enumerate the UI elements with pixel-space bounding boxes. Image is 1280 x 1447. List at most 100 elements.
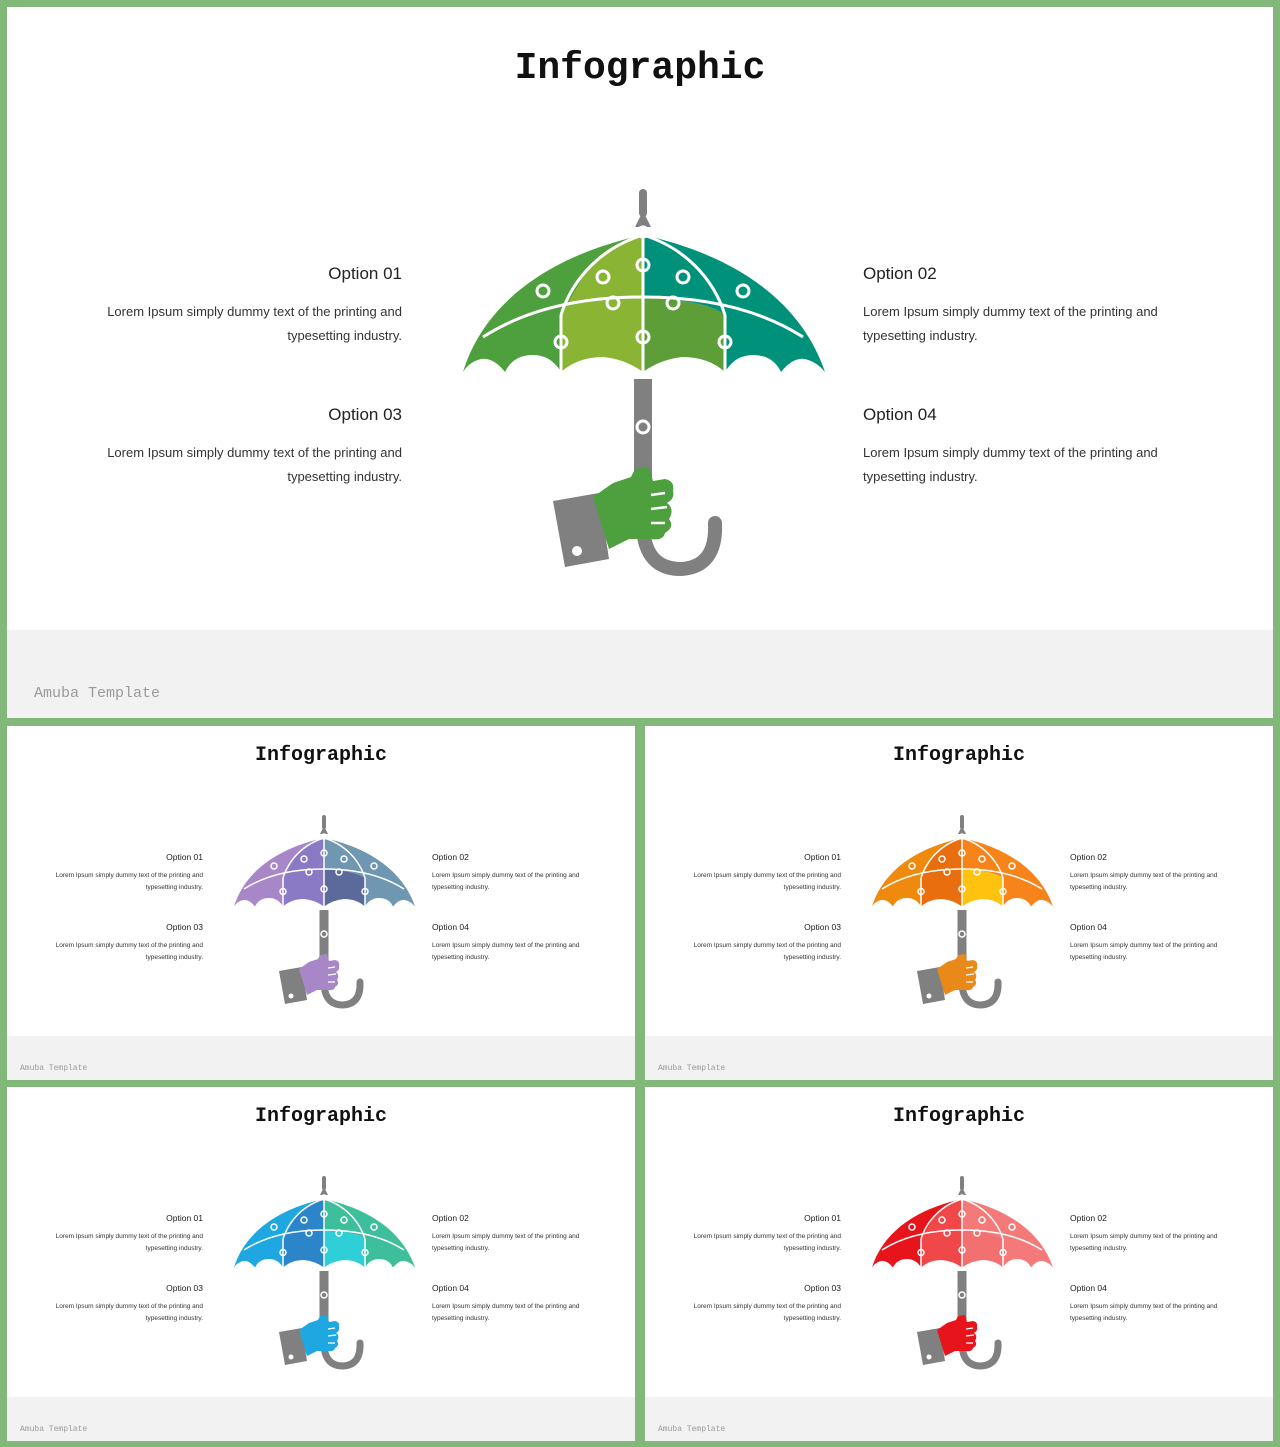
footer-text: Amuba Template bbox=[20, 1064, 88, 1073]
option-01-label: Option 01 bbox=[166, 852, 203, 862]
option-02-label: Option 02 bbox=[1070, 1213, 1107, 1223]
umbrella-finial bbox=[958, 1187, 966, 1195]
umbrella-finial bbox=[320, 1187, 328, 1195]
option-02-label: Option 02 bbox=[432, 852, 469, 862]
option-04: Option 04 Lorem Ipsum simply dummy text o… bbox=[1070, 1283, 1230, 1325]
option-01-text: Lorem Ipsum simply dummy text of the pri… bbox=[107, 304, 402, 343]
umbrella-shaft bbox=[957, 1271, 967, 1346]
option-01-label: Option 01 bbox=[328, 264, 402, 283]
umbrella-finial bbox=[320, 826, 328, 834]
slide-title: Infographic bbox=[514, 47, 766, 90]
option-03-text: Lorem Ipsum simply dummy text of the pri… bbox=[55, 942, 203, 961]
footer-band bbox=[7, 630, 1273, 718]
option-03: Option 03 Lorem Ipsum simply dummy text o… bbox=[53, 1283, 203, 1325]
umbrella-handle bbox=[320, 1339, 364, 1370]
umbrella-tip bbox=[322, 1176, 326, 1190]
canopy-segment-mid-right bbox=[324, 838, 365, 907]
canopy-segment-right bbox=[324, 1199, 415, 1268]
umbrella-icon bbox=[872, 815, 1053, 1009]
option-01-label: Option 01 bbox=[166, 1213, 203, 1223]
umbrella-tip bbox=[960, 1176, 964, 1190]
option-02-text: Lorem Ipsum simply dummy text of the pri… bbox=[863, 304, 1158, 343]
option-01: Option 01 Lorem Ipsum simply dummy text o… bbox=[102, 264, 402, 348]
umbrella-shaft bbox=[957, 910, 967, 985]
canopy-segment-mid-left bbox=[561, 235, 643, 372]
option-01: Option 01 Lorem Ipsum simply dummy text o… bbox=[691, 852, 841, 894]
option-02-label: Option 02 bbox=[1070, 852, 1107, 862]
umbrella-tip bbox=[322, 815, 326, 829]
puzzle-seams bbox=[881, 837, 1043, 907]
option-01-label: Option 01 bbox=[804, 852, 841, 862]
option-03-label: Option 03 bbox=[166, 922, 203, 932]
option-03-text: Lorem Ipsum simply dummy text of the pri… bbox=[693, 1303, 841, 1322]
option-04: Option 04 Lorem Ipsum simply dummy text o… bbox=[432, 922, 592, 964]
canopy-segment-right bbox=[643, 235, 825, 372]
umbrella-icon bbox=[872, 1176, 1053, 1370]
sleeve-cuff bbox=[917, 1328, 945, 1365]
umbrella-handle bbox=[958, 978, 1002, 1009]
option-04-text: Lorem Ipsum simply dummy text of the pri… bbox=[863, 445, 1158, 484]
canopy-segment-mid-left bbox=[283, 838, 324, 907]
canopy-segment-mid-right bbox=[324, 1199, 365, 1268]
option-04-label: Option 04 bbox=[432, 1283, 469, 1293]
hand-icon bbox=[593, 467, 674, 549]
canopy-segment-mid-right bbox=[962, 838, 1003, 907]
option-03: Option 03 Lorem Ipsum simply dummy text o… bbox=[691, 922, 841, 964]
option-04-label: Option 04 bbox=[863, 405, 937, 424]
umbrella-icon bbox=[234, 1176, 415, 1370]
slide-title: Infographic bbox=[892, 744, 1026, 767]
option-03-label: Option 03 bbox=[804, 922, 841, 932]
option-04-text: Lorem Ipsum simply dummy text of the pri… bbox=[432, 942, 580, 961]
canopy-segment-right bbox=[962, 838, 1053, 907]
umbrella-handle bbox=[958, 1339, 1002, 1370]
option-03: Option 03 Lorem Ipsum simply dummy text o… bbox=[102, 405, 402, 489]
option-03: Option 03 Lorem Ipsum simply dummy text o… bbox=[53, 922, 203, 964]
canopy-segment-mid-left bbox=[283, 1199, 324, 1268]
option-02-label: Option 02 bbox=[432, 1213, 469, 1223]
sleeve-cuff bbox=[279, 1328, 307, 1365]
option-03-text: Lorem Ipsum simply dummy text of the pri… bbox=[107, 445, 402, 484]
umbrella-finial bbox=[958, 826, 966, 834]
umbrella-tip bbox=[639, 189, 647, 217]
option-04-label: Option 04 bbox=[1070, 922, 1107, 932]
footer-text: Amuba Template bbox=[34, 685, 161, 702]
umbrella-shaft bbox=[319, 1271, 329, 1346]
option-03-label: Option 03 bbox=[328, 405, 402, 424]
option-02-text: Lorem Ipsum simply dummy text of the pri… bbox=[1070, 872, 1218, 891]
option-01-text: Lorem Ipsum simply dummy text of the pri… bbox=[693, 872, 841, 891]
sleeve-cuff bbox=[279, 967, 307, 1004]
puzzle-seams bbox=[881, 1198, 1043, 1268]
option-03-text: Lorem Ipsum simply dummy text of the pri… bbox=[693, 942, 841, 961]
option-04-label: Option 04 bbox=[1070, 1283, 1107, 1293]
option-04-text: Lorem Ipsum simply dummy text of the pri… bbox=[1070, 1303, 1218, 1322]
hand-icon bbox=[299, 1315, 340, 1356]
option-03: Option 03 Lorem Ipsum simply dummy text o… bbox=[691, 1283, 841, 1325]
puzzle-knobs bbox=[908, 833, 1016, 896]
footer-band bbox=[645, 1397, 1273, 1441]
slide-title: Infographic bbox=[254, 744, 388, 767]
umbrella-handle bbox=[636, 516, 723, 577]
option-04-label: Option 04 bbox=[432, 922, 469, 932]
hand-icon bbox=[937, 1315, 978, 1356]
umbrella-finial bbox=[635, 211, 651, 227]
sleeve-cuff bbox=[553, 493, 609, 567]
option-03-text: Lorem Ipsum simply dummy text of the pri… bbox=[55, 1303, 203, 1322]
option-04: Option 04 Lorem Ipsum simply dummy text o… bbox=[863, 405, 1183, 489]
slide-title: Infographic bbox=[254, 1105, 388, 1128]
puzzle-knobs bbox=[908, 1194, 1016, 1257]
canopy-segment-mid-left bbox=[921, 1199, 962, 1268]
option-03-label: Option 03 bbox=[804, 1283, 841, 1293]
footer-text: Amuba Template bbox=[20, 1425, 88, 1434]
option-03-label: Option 03 bbox=[166, 1283, 203, 1293]
hand-icon bbox=[299, 954, 340, 995]
